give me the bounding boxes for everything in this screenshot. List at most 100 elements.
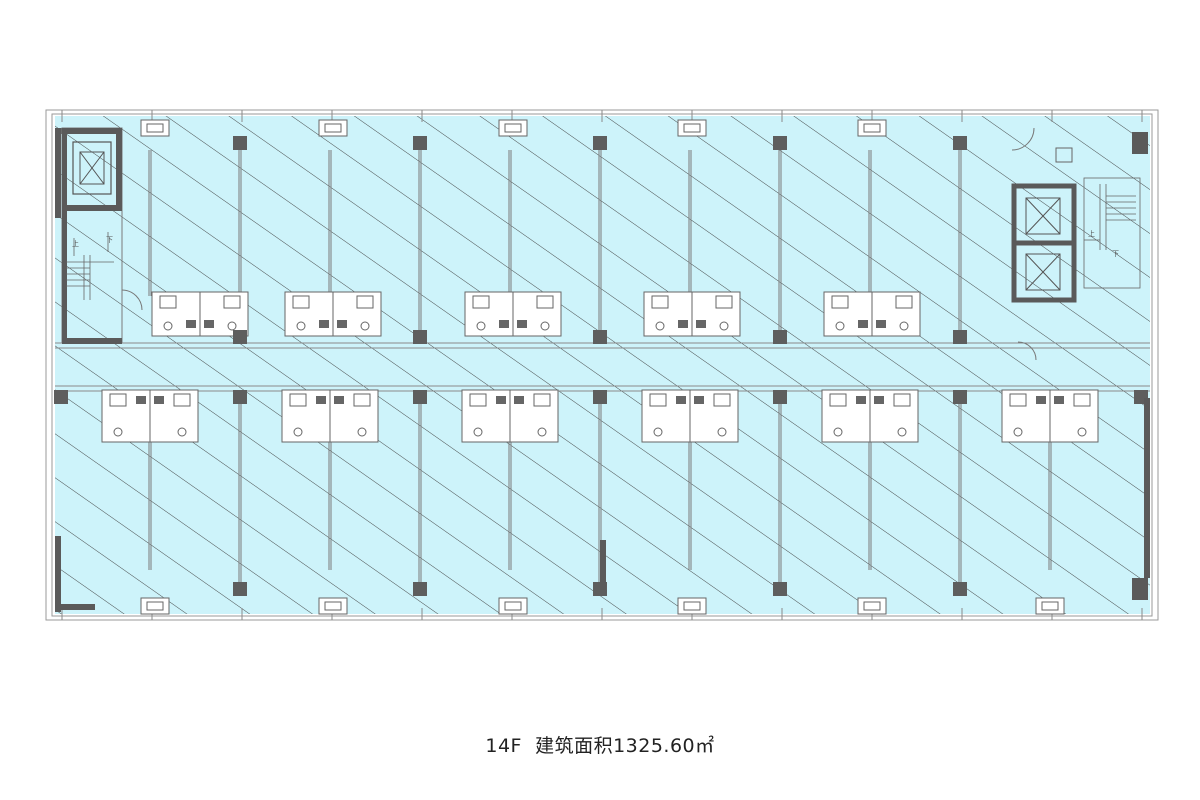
east-stair-down-label: 下	[1112, 250, 1119, 258]
vent-box-inner	[146, 123, 164, 133]
east-core: 上 下	[1011, 127, 1141, 361]
column	[233, 330, 247, 344]
toilet	[473, 427, 483, 437]
sink	[289, 393, 307, 407]
fixture	[499, 320, 509, 328]
bathroom-blocks	[101, 291, 1099, 443]
column	[593, 330, 607, 344]
toilet	[357, 427, 367, 437]
fixture	[858, 320, 868, 328]
column	[413, 136, 427, 150]
fixture	[514, 396, 524, 404]
fixture	[696, 320, 706, 328]
sink	[109, 393, 127, 407]
vent-box-inner	[504, 123, 522, 133]
sink	[356, 295, 374, 309]
toilet	[653, 427, 663, 437]
sink	[173, 393, 191, 407]
vent-box	[140, 597, 170, 615]
fixture	[517, 320, 527, 328]
vent-box	[318, 597, 348, 615]
fixture	[694, 396, 704, 404]
column	[593, 136, 607, 150]
bathroom-block	[641, 389, 739, 443]
fixture	[874, 396, 884, 404]
sink	[893, 393, 911, 407]
column	[413, 582, 427, 596]
toilet	[833, 427, 843, 437]
toilet	[1077, 427, 1087, 437]
east-elevator-2	[1025, 253, 1061, 291]
sink	[472, 295, 490, 309]
exterior-walls	[55, 128, 1150, 612]
partition-walls	[148, 150, 1052, 582]
bathroom-block	[643, 291, 741, 337]
toilet	[1013, 427, 1023, 437]
toilet	[296, 321, 306, 331]
sink	[533, 393, 551, 407]
floor-area-hatch	[55, 116, 1150, 614]
floor-plan-drawing: 上 下 上 下	[45, 109, 1159, 621]
bathroom-block	[464, 291, 562, 337]
vent-box	[498, 597, 528, 615]
column	[953, 390, 967, 404]
column	[413, 390, 427, 404]
west-stair-up-label: 上	[72, 239, 79, 248]
toilet	[899, 321, 909, 331]
column	[773, 582, 787, 596]
fixture	[337, 320, 347, 328]
window-ticks	[61, 110, 1143, 620]
toilet	[719, 321, 729, 331]
column	[233, 582, 247, 596]
sink	[713, 393, 731, 407]
fixture	[204, 320, 214, 328]
vent-box	[857, 119, 887, 137]
column	[593, 390, 607, 404]
sink	[159, 295, 177, 309]
column	[233, 390, 247, 404]
fixture	[319, 320, 329, 328]
vent-box-inner	[683, 123, 701, 133]
vent-box-inner	[863, 601, 881, 611]
toilet	[227, 321, 237, 331]
bathroom-block	[821, 389, 919, 443]
east-core-shaft	[1055, 147, 1073, 163]
column	[54, 390, 68, 404]
vent-box	[677, 597, 707, 615]
floor-plan: 上 下 上 下	[45, 109, 1159, 621]
vent-box-inner	[146, 601, 164, 611]
toilet	[717, 427, 727, 437]
vent-box-inner	[504, 601, 522, 611]
toilet	[655, 321, 665, 331]
column	[413, 330, 427, 344]
sink	[895, 295, 913, 309]
vent-box-inner	[324, 601, 342, 611]
toilet	[537, 427, 547, 437]
sink	[469, 393, 487, 407]
fixture	[856, 396, 866, 404]
sink	[715, 295, 733, 309]
bathroom-block	[823, 291, 921, 337]
floor-area-caption: 14F 建筑面积1325.60㎡	[0, 731, 1200, 758]
vent-box	[318, 119, 348, 137]
column	[773, 136, 787, 150]
column	[773, 330, 787, 344]
vent-box-inner	[324, 123, 342, 133]
bathroom-block	[281, 389, 379, 443]
fixture	[136, 396, 146, 404]
vent-box	[498, 119, 528, 137]
bathroom-block	[151, 291, 249, 337]
column	[773, 390, 787, 404]
west-stair	[66, 232, 114, 300]
vent-box-inner	[1041, 601, 1059, 611]
sink	[292, 295, 310, 309]
column	[953, 136, 967, 150]
sink	[1073, 393, 1091, 407]
fixture	[678, 320, 688, 328]
west-stair-down-label: 下	[106, 236, 113, 244]
west-elevator	[72, 141, 112, 195]
bathroom-block	[461, 389, 559, 443]
east-elevator-1	[1025, 197, 1061, 235]
bathroom-block	[284, 291, 382, 337]
floor-area-text: 建筑面积1325.60㎡	[535, 735, 715, 757]
